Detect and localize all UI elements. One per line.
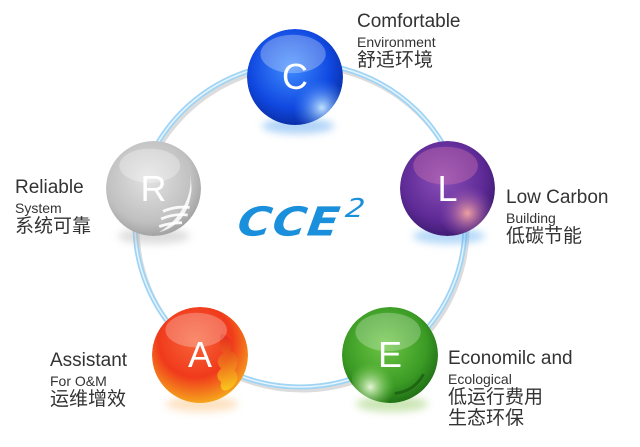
label-subtitle: Environment — [357, 33, 436, 50]
sphere-graphic — [400, 141, 495, 236]
label-low-carbon: Low Carbon Building 低碳节能 — [506, 188, 608, 247]
label-reliable: Reliable System 系统可靠 — [15, 178, 91, 237]
sphere-graphic — [152, 307, 248, 403]
sphere-graphic — [247, 29, 343, 125]
label-title: Economilc and — [448, 348, 573, 369]
sphere-assistant[interactable]: A — [152, 307, 248, 403]
sphere-reliable[interactable]: R — [106, 141, 201, 236]
label-chinese: 生态环保 — [448, 406, 525, 429]
label-subtitle: Ecological — [448, 370, 512, 387]
sphere-comfortable[interactable]: C — [247, 29, 343, 125]
label-subtitle: For O&M — [50, 372, 107, 389]
label-title: Reliable — [15, 177, 84, 198]
sphere-letter: A — [187, 334, 212, 375]
label-chinese: 系统可靠 — [15, 214, 92, 237]
label-title: Low Carbon — [506, 187, 609, 208]
label-title: Assistant — [50, 350, 128, 371]
sphere-letter: L — [437, 167, 458, 209]
label-comfortable: Comfortable Environment 舒适环境 — [357, 12, 461, 71]
label-subtitle: Building — [506, 209, 556, 226]
sphere-economic-ecological[interactable]: E — [342, 307, 438, 403]
sphere-graphic — [106, 141, 201, 236]
label-chinese: 运维增效 — [50, 387, 127, 410]
sphere-low-carbon[interactable]: L — [400, 141, 495, 236]
label-subtitle: System — [15, 199, 62, 216]
label-chinese: 低运行费用 — [448, 385, 544, 408]
label-chinese: 低碳节能 — [506, 224, 583, 247]
label-chinese: 舒适环境 — [357, 48, 434, 71]
label-economic-ecological: Economilc and Ecological 低运行费用 生态环保 — [448, 349, 573, 429]
sphere-letter: R — [140, 167, 167, 209]
sphere-graphic — [342, 307, 438, 403]
label-title: Comfortable — [357, 11, 461, 32]
sphere-letter: C — [282, 56, 308, 97]
label-assistant: Assistant For O&M 运维增效 — [50, 351, 127, 410]
cce2-logo: CCE2 — [234, 194, 368, 246]
sphere-letter: E — [377, 334, 402, 375]
